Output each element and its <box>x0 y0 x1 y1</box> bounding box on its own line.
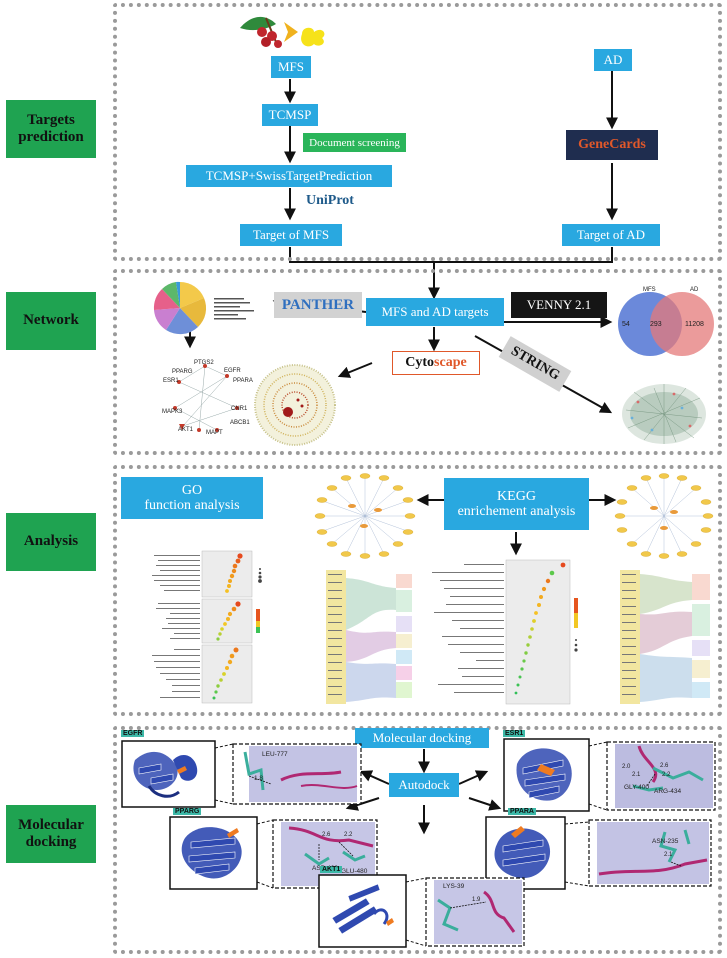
mfs-ad-targets-box: MFS and AD targets <box>366 298 504 326</box>
egfr-docking-figure <box>121 740 362 808</box>
arrow-to-ppara <box>468 797 502 811</box>
kegg-box: KEGG enrichement analysis <box>444 478 589 530</box>
stage-network: Network <box>6 292 96 350</box>
venn-label-ad: AD <box>690 287 699 293</box>
target-mfs-box: Target of MFS <box>240 224 342 246</box>
esr1-distance: 2.1 <box>632 772 641 778</box>
herb-icon <box>240 16 325 48</box>
pparg-distance: 2.2 <box>344 832 353 838</box>
egfr-label: EGFR <box>121 730 145 737</box>
uniprot-label: UniProt <box>306 193 354 208</box>
autodock-box: Autodock <box>389 773 459 797</box>
esr1-distance: 2.0 <box>622 764 631 770</box>
kegg-dot-plot <box>432 559 578 705</box>
venn-count-right: 11208 <box>685 321 704 328</box>
arrow-to-esr1 <box>458 770 489 785</box>
panel-network <box>113 269 722 455</box>
ppara-docking-figure <box>485 816 712 890</box>
gene-label: ESR1 <box>163 378 179 384</box>
ad-box: AD <box>594 49 632 71</box>
gene-label: CNR1 <box>231 406 248 412</box>
venn-count-both: 293 <box>650 321 662 328</box>
pparg-docking-figure <box>169 816 378 890</box>
akt1-label: AKT1 <box>320 866 343 873</box>
sankey-plot-left <box>326 570 412 704</box>
venn-diagram <box>618 292 714 356</box>
go-line1: GO <box>181 482 203 498</box>
venn-count-left: 54 <box>622 321 630 328</box>
ppara-residue: ASN-235 <box>652 838 679 845</box>
go-dot-plot <box>152 550 262 704</box>
gene-label: AKT1 <box>178 427 194 433</box>
cytoscape-text-b: scape <box>434 355 467 370</box>
genecards-box: GeneCards <box>566 130 658 160</box>
stage-targets-prediction: Targets prediction <box>6 100 96 158</box>
gene-label: PTGS2 <box>194 360 214 366</box>
stage-molecular-docking: Molecular docking <box>6 805 96 863</box>
pparg-residue: GLU-480 <box>341 868 368 875</box>
esr1-label: ESR1 <box>503 730 526 737</box>
esr1-docking-figure <box>503 738 716 812</box>
document-screening-box: Document screening <box>303 133 406 152</box>
gene-label: PPARA <box>233 378 253 384</box>
esr1-distance: 2.2 <box>662 772 671 778</box>
tcmsp-swiss-box: TCMSP+SwissTargetPrediction <box>186 165 392 187</box>
go-line2: function analysis <box>144 498 240 513</box>
esr1-residue: GLY-400 <box>624 784 649 791</box>
cytoscape-concentric-network <box>254 364 336 446</box>
gene-label: MAPK3 <box>162 409 183 415</box>
cytoscape-text-a: Cyto <box>405 355 435 370</box>
akt1-docking-figure <box>318 874 525 948</box>
akt1-distance: 1.9 <box>472 897 481 903</box>
egfr-distance: 1.8 <box>254 775 264 782</box>
pparg-distance: 2.6 <box>322 832 331 838</box>
go-box: GO function analysis <box>121 477 263 519</box>
panel-targets-prediction <box>113 3 722 261</box>
string-ppi-network <box>622 384 706 444</box>
mfs-box: MFS <box>271 56 311 78</box>
arrow-to-pparg <box>345 797 380 811</box>
kegg-line2: enrichement analysis <box>457 504 576 519</box>
merge-line <box>289 247 613 263</box>
gene-label: MAPT <box>206 430 223 436</box>
ppara-distance: 2.1 <box>664 852 673 858</box>
kegg-network-left <box>314 473 416 559</box>
stage-analysis: Analysis <box>6 513 96 571</box>
kegg-network-right <box>614 473 714 559</box>
esr1-residue: ARG-434 <box>654 788 682 795</box>
target-ad-box: Target of AD <box>562 224 660 246</box>
panther-pie-chart <box>153 281 254 335</box>
arrow-to-egfr <box>359 770 390 785</box>
akt1-residue: LYS-39 <box>443 883 465 890</box>
panther-box: PANTHER <box>274 292 362 318</box>
panel-analysis <box>113 465 722 716</box>
kegg-line1: KEGG <box>497 488 536 504</box>
gene-label: ABCB1 <box>230 420 250 426</box>
pparg-label: PPARG <box>173 808 202 815</box>
venn-label-mfs: MFS <box>643 287 656 293</box>
gene-network-graph <box>173 364 239 432</box>
arrow-to-cyto-network <box>337 362 373 378</box>
sankey-plot-right <box>620 570 710 704</box>
esr1-distance: 2.6 <box>660 763 669 769</box>
gene-label: PPARG <box>172 369 193 375</box>
gene-label: EGFR <box>224 368 241 374</box>
venny-box: VENNY 2.1 <box>511 292 607 318</box>
egfr-residue: LEU-777 <box>262 751 288 758</box>
tcmsp-box: TCMSP <box>262 104 318 126</box>
molecular-docking-box: Molecular docking <box>355 728 489 748</box>
ppara-label: PPARA <box>508 808 536 815</box>
